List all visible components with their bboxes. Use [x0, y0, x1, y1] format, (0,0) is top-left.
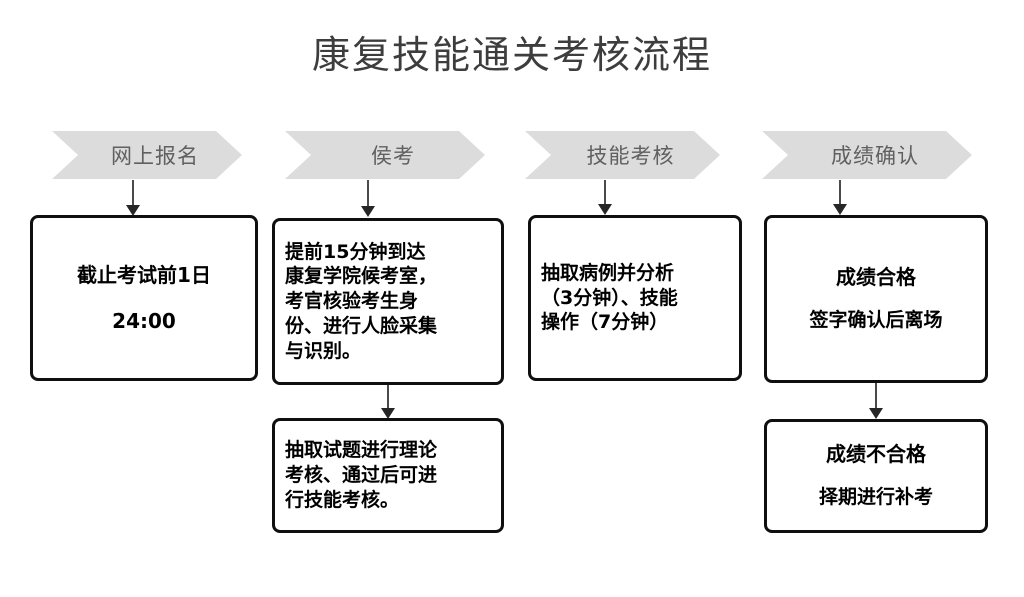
- arrow-stage1-to-deadline: [125, 180, 141, 216]
- stage-banner-label: 侯考: [371, 144, 415, 168]
- box-line-text: 行技能考核。: [285, 488, 400, 511]
- stage-banner-score-confirm[interactable]: 成绩确认: [762, 131, 972, 179]
- arrow-pass-to-fail: [868, 383, 884, 419]
- box-line-text: 成绩合格: [836, 265, 916, 290]
- box-line-text: 24:00: [112, 309, 176, 333]
- box-line-text: 与识别。: [285, 339, 362, 362]
- box-line-text: 份、进行人脸采集: [285, 314, 438, 337]
- arrow-waiting-to-theory: [380, 385, 396, 419]
- box-waiting-room: 提前15分钟到达 康复学院候考室， 考官核验考生身 份、进行人脸采集 与识别。: [272, 218, 504, 385]
- box-line-text: 操作（7分钟）: [541, 311, 669, 334]
- box-line-text: 抽取试题进行理论: [285, 439, 438, 462]
- box-line-text: 成绩不合格: [826, 442, 926, 467]
- stage-banner-skill-exam[interactable]: 技能考核: [525, 131, 720, 179]
- box-line-text: 截止考试前1日: [77, 262, 211, 287]
- box-line-text: 考核、通过后可进: [285, 464, 438, 487]
- box-line-text: 康复学院候考室，: [285, 265, 438, 288]
- box-line-text: 考官核验考生身: [285, 290, 419, 313]
- box-line-text: （3分钟）、技能: [541, 286, 678, 309]
- arrow-stage4-to-pass: [832, 180, 848, 215]
- box-pass-result: 成绩合格 签字确认后离场: [764, 215, 988, 383]
- stage-banner-label: 成绩确认: [831, 144, 919, 168]
- page-title: 康复技能通关考核流程: [311, 33, 712, 77]
- box-fail-result: 成绩不合格 择期进行补考: [764, 419, 988, 533]
- arrow-stage3-to-skill: [597, 180, 613, 215]
- box-registration-deadline: 截止考试前1日 24:00: [30, 215, 258, 381]
- box-line-text: 签字确认后离场: [809, 308, 943, 331]
- stage-banner-online-registration[interactable]: 网上报名: [52, 131, 242, 179]
- stage-banner-waiting[interactable]: 侯考: [285, 131, 485, 179]
- arrow-stage2-to-waiting: [360, 180, 376, 218]
- box-skill-operation: 抽取病例并分析 （3分钟）、技能 操作（7分钟）: [528, 215, 742, 381]
- box-line-text: 抽取病例并分析: [541, 261, 675, 284]
- box-theory-exam: 抽取试题进行理论 考核、通过后可进 行技能考核。: [272, 418, 504, 533]
- stage-banner-label: 技能考核: [586, 144, 675, 168]
- box-line-text: 提前15分钟到达: [285, 240, 426, 263]
- stage-banner-label: 网上报名: [111, 144, 199, 168]
- box-line-text: 择期进行补考: [818, 485, 933, 508]
